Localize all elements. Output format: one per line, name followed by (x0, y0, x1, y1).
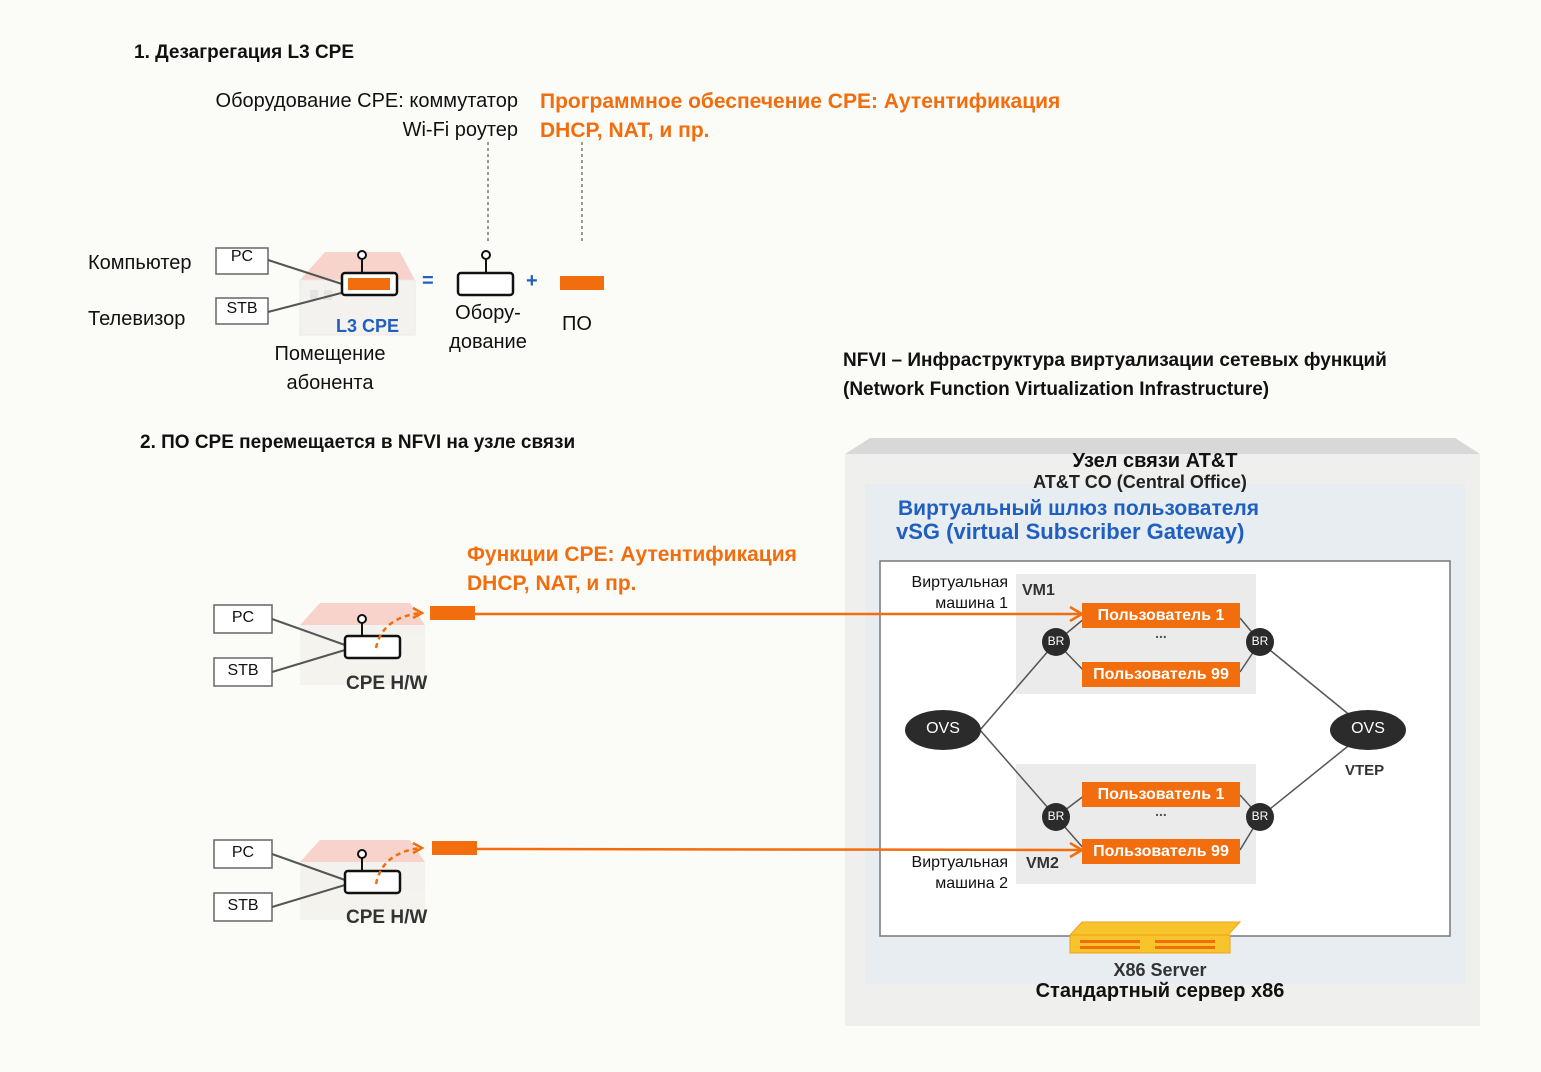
ovs-right-label: OVS (1351, 720, 1385, 737)
cpe-functions-line2: DHCP, NAT, и пр. (467, 572, 637, 595)
section1-title: 1. Дезагрегация L3 CPE (134, 42, 355, 63)
vm1-user-99: Пользователь 99 (1082, 662, 1240, 687)
vm1-caption-line1: Виртуальная (911, 574, 1008, 591)
nfvi-title-line2: (Network Function Virtualization Infrast… (843, 379, 1270, 400)
premises-line2: абонента (286, 372, 374, 394)
vm1-user-1: Пользователь 1 (1082, 603, 1240, 628)
vm1-label: VM1 (1022, 582, 1055, 599)
vm2-caption-line2: машина 2 (935, 875, 1008, 892)
server-label-en: X86 Server (1113, 960, 1207, 980)
ovs-left-node (905, 710, 981, 750)
site1-stb-box (213, 657, 273, 687)
hardware-description-line2: Wi-Fi роутер (402, 119, 518, 141)
section2-title: 2. ПО CPE перемещается в NFVI на узле св… (140, 432, 576, 453)
br-node-vm1-left (1042, 628, 1070, 656)
router-icon (343, 614, 402, 660)
nfvi-title-line1: NFVI – Инфраструктура виртуализации сете… (843, 350, 1387, 371)
software-description-line2: DHCP, NAT, и пр. (540, 119, 710, 142)
hardware-line1: Обору- (455, 302, 521, 324)
site1-cpe-label: CPE H/W (346, 673, 428, 694)
router-icon (340, 250, 399, 297)
ovs-right-node (1330, 710, 1406, 750)
site1-stb-label: STB (227, 662, 259, 679)
co-title-en: AT&T CO (Central Office) (1033, 472, 1247, 492)
hardware-line2: дование (449, 331, 527, 353)
site2-illustration (213, 839, 1085, 922)
software-label: ПО (562, 313, 592, 335)
cpe-functions-label: Функции CPE: Аутентификация DHCP, NAT, и… (467, 540, 797, 598)
hardware-router-icon (456, 250, 515, 297)
server-label-ru: Стандартный сервер x86 (1035, 980, 1285, 1002)
hardware-description-line1: Оборудование CPE: коммутатор (215, 90, 518, 112)
router-icon (343, 849, 402, 895)
site2-cpe-label: CPE H/W (346, 907, 428, 928)
software-block-icon (560, 276, 604, 290)
vm2-caption-line1: Виртуальная (911, 854, 1008, 871)
br-label: BR (1251, 809, 1269, 823)
site1-pc-label: PC (231, 609, 255, 626)
site2-stb-label: STB (227, 897, 259, 914)
tv-label: Телевизор (88, 308, 186, 330)
br-label: BR (1047, 634, 1065, 648)
br-node-vm2-left (1042, 803, 1070, 831)
vm2-label: VM2 (1026, 855, 1059, 872)
equals-sign: = (422, 270, 434, 292)
premises-label: Помещение абонента (260, 340, 400, 398)
vm2-user-99: Пользователь 99 (1082, 839, 1240, 864)
premises-line1: Помещение (274, 343, 386, 365)
site1-software-block (430, 606, 475, 620)
stb-label: STB (226, 300, 258, 317)
l3-cpe-label: L3 CPE (336, 316, 400, 336)
cpe-functions-line1: Функции CPE: Аутентификация (467, 543, 797, 566)
software-description-line1: Программное обеспечение CPE: Аутентифика… (540, 90, 1061, 113)
stb-box (215, 297, 269, 325)
pc-label: PC (230, 248, 254, 265)
br-label: BR (1047, 809, 1065, 823)
hardware-label: Обору- дование (438, 299, 538, 357)
vm1-caption: Виртуальная машина 1 (880, 572, 1008, 614)
site1-illustration (213, 603, 1085, 687)
ovs-left-label: OVS (926, 720, 960, 737)
site2-pc-label: PC (231, 844, 255, 861)
hardware-description: Оборудование CPE: коммутатор Wi-Fi роуте… (130, 87, 518, 145)
br-node-vm2-right (1246, 803, 1274, 831)
vtep-label: VTEP (1345, 762, 1385, 779)
nfvi-title: NFVI – Инфраструктура виртуализации сете… (843, 346, 1387, 404)
vsg-title-ru: Виртуальный шлюз пользователя (898, 497, 1260, 520)
vm2-caption: Виртуальная машина 2 (880, 852, 1008, 894)
site2-stb-box (213, 892, 273, 922)
computer-label: Компьютер (88, 252, 192, 274)
vsg-title-en: vSG (virtual Subscriber Gateway) (896, 519, 1245, 544)
software-description: Программное обеспечение CPE: Аутентифика… (540, 87, 1060, 145)
br-node-vm1-right (1246, 628, 1274, 656)
l3-cpe-illustration (215, 247, 604, 336)
vm1-ellipsis: ... (1155, 625, 1167, 641)
vm1-caption-line2: машина 1 (935, 595, 1008, 612)
br-label: BR (1251, 634, 1269, 648)
plus-sign: + (526, 270, 538, 292)
vm2-ellipsis: ... (1155, 803, 1167, 819)
site2-migration-arrow (476, 847, 1081, 852)
pc-box (215, 247, 269, 275)
co-title-ru: Узел связи AT&T (1072, 450, 1238, 472)
x86-server-icon (1068, 921, 1242, 954)
site2-software-block (432, 841, 477, 855)
vm2-user-1: Пользователь 1 (1082, 782, 1240, 807)
